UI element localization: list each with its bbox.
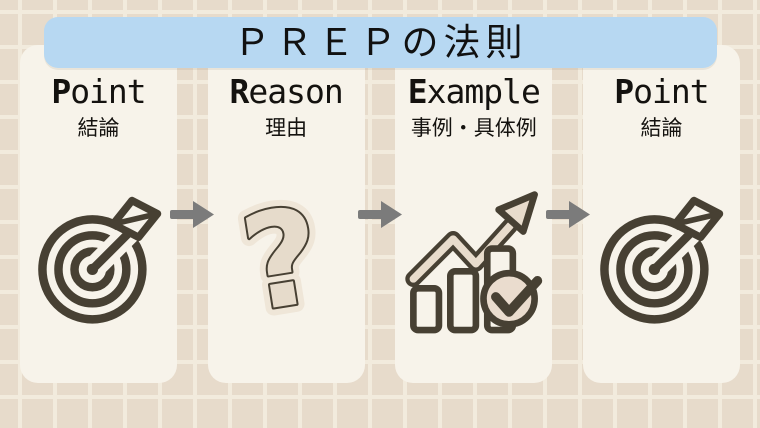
card-point-2: Point 結論 (582, 45, 740, 383)
card-subtitle: 事例・具体例 (410, 116, 537, 140)
card-title: Example (407, 72, 541, 111)
card-reason: Reason 理由 ? ? (207, 45, 365, 383)
card-title: Point (51, 72, 146, 111)
card-title-rest: eason (248, 72, 343, 111)
card-point-1: Point 結論 (20, 45, 177, 383)
bar-chart-check-icon (395, 142, 552, 383)
card-title: Reason (229, 72, 344, 111)
page-title: ＰＲＥＰの法則 (233, 21, 528, 64)
question-mark-icon: ? ? (208, 142, 365, 383)
target-arrow-icon (20, 142, 177, 383)
right-arrow-icon (357, 200, 403, 232)
card-title-rest: xample (426, 72, 541, 111)
card-subtitle: 理由 (265, 116, 308, 140)
card-title-lead: P (614, 72, 634, 111)
target-arrow-icon (583, 142, 740, 383)
card-row: Point 結論 Reason 理由 (20, 45, 740, 383)
card-title: Point (614, 72, 709, 111)
card-title-rest: oint (633, 72, 709, 111)
svg-text:?: ? (232, 183, 332, 335)
right-arrow-icon (169, 200, 215, 232)
card-example: Example 事例・具体例 (395, 45, 553, 383)
card-subtitle: 結論 (640, 116, 683, 140)
card-title-rest: oint (70, 72, 146, 111)
card-title-lead: R (229, 72, 250, 111)
title-banner: ＰＲＥＰの法則 (44, 17, 717, 68)
right-arrow-icon (545, 200, 591, 232)
card-subtitle: 結論 (77, 116, 120, 140)
card-title-lead: P (51, 72, 71, 111)
card-title-lead: E (407, 72, 428, 111)
